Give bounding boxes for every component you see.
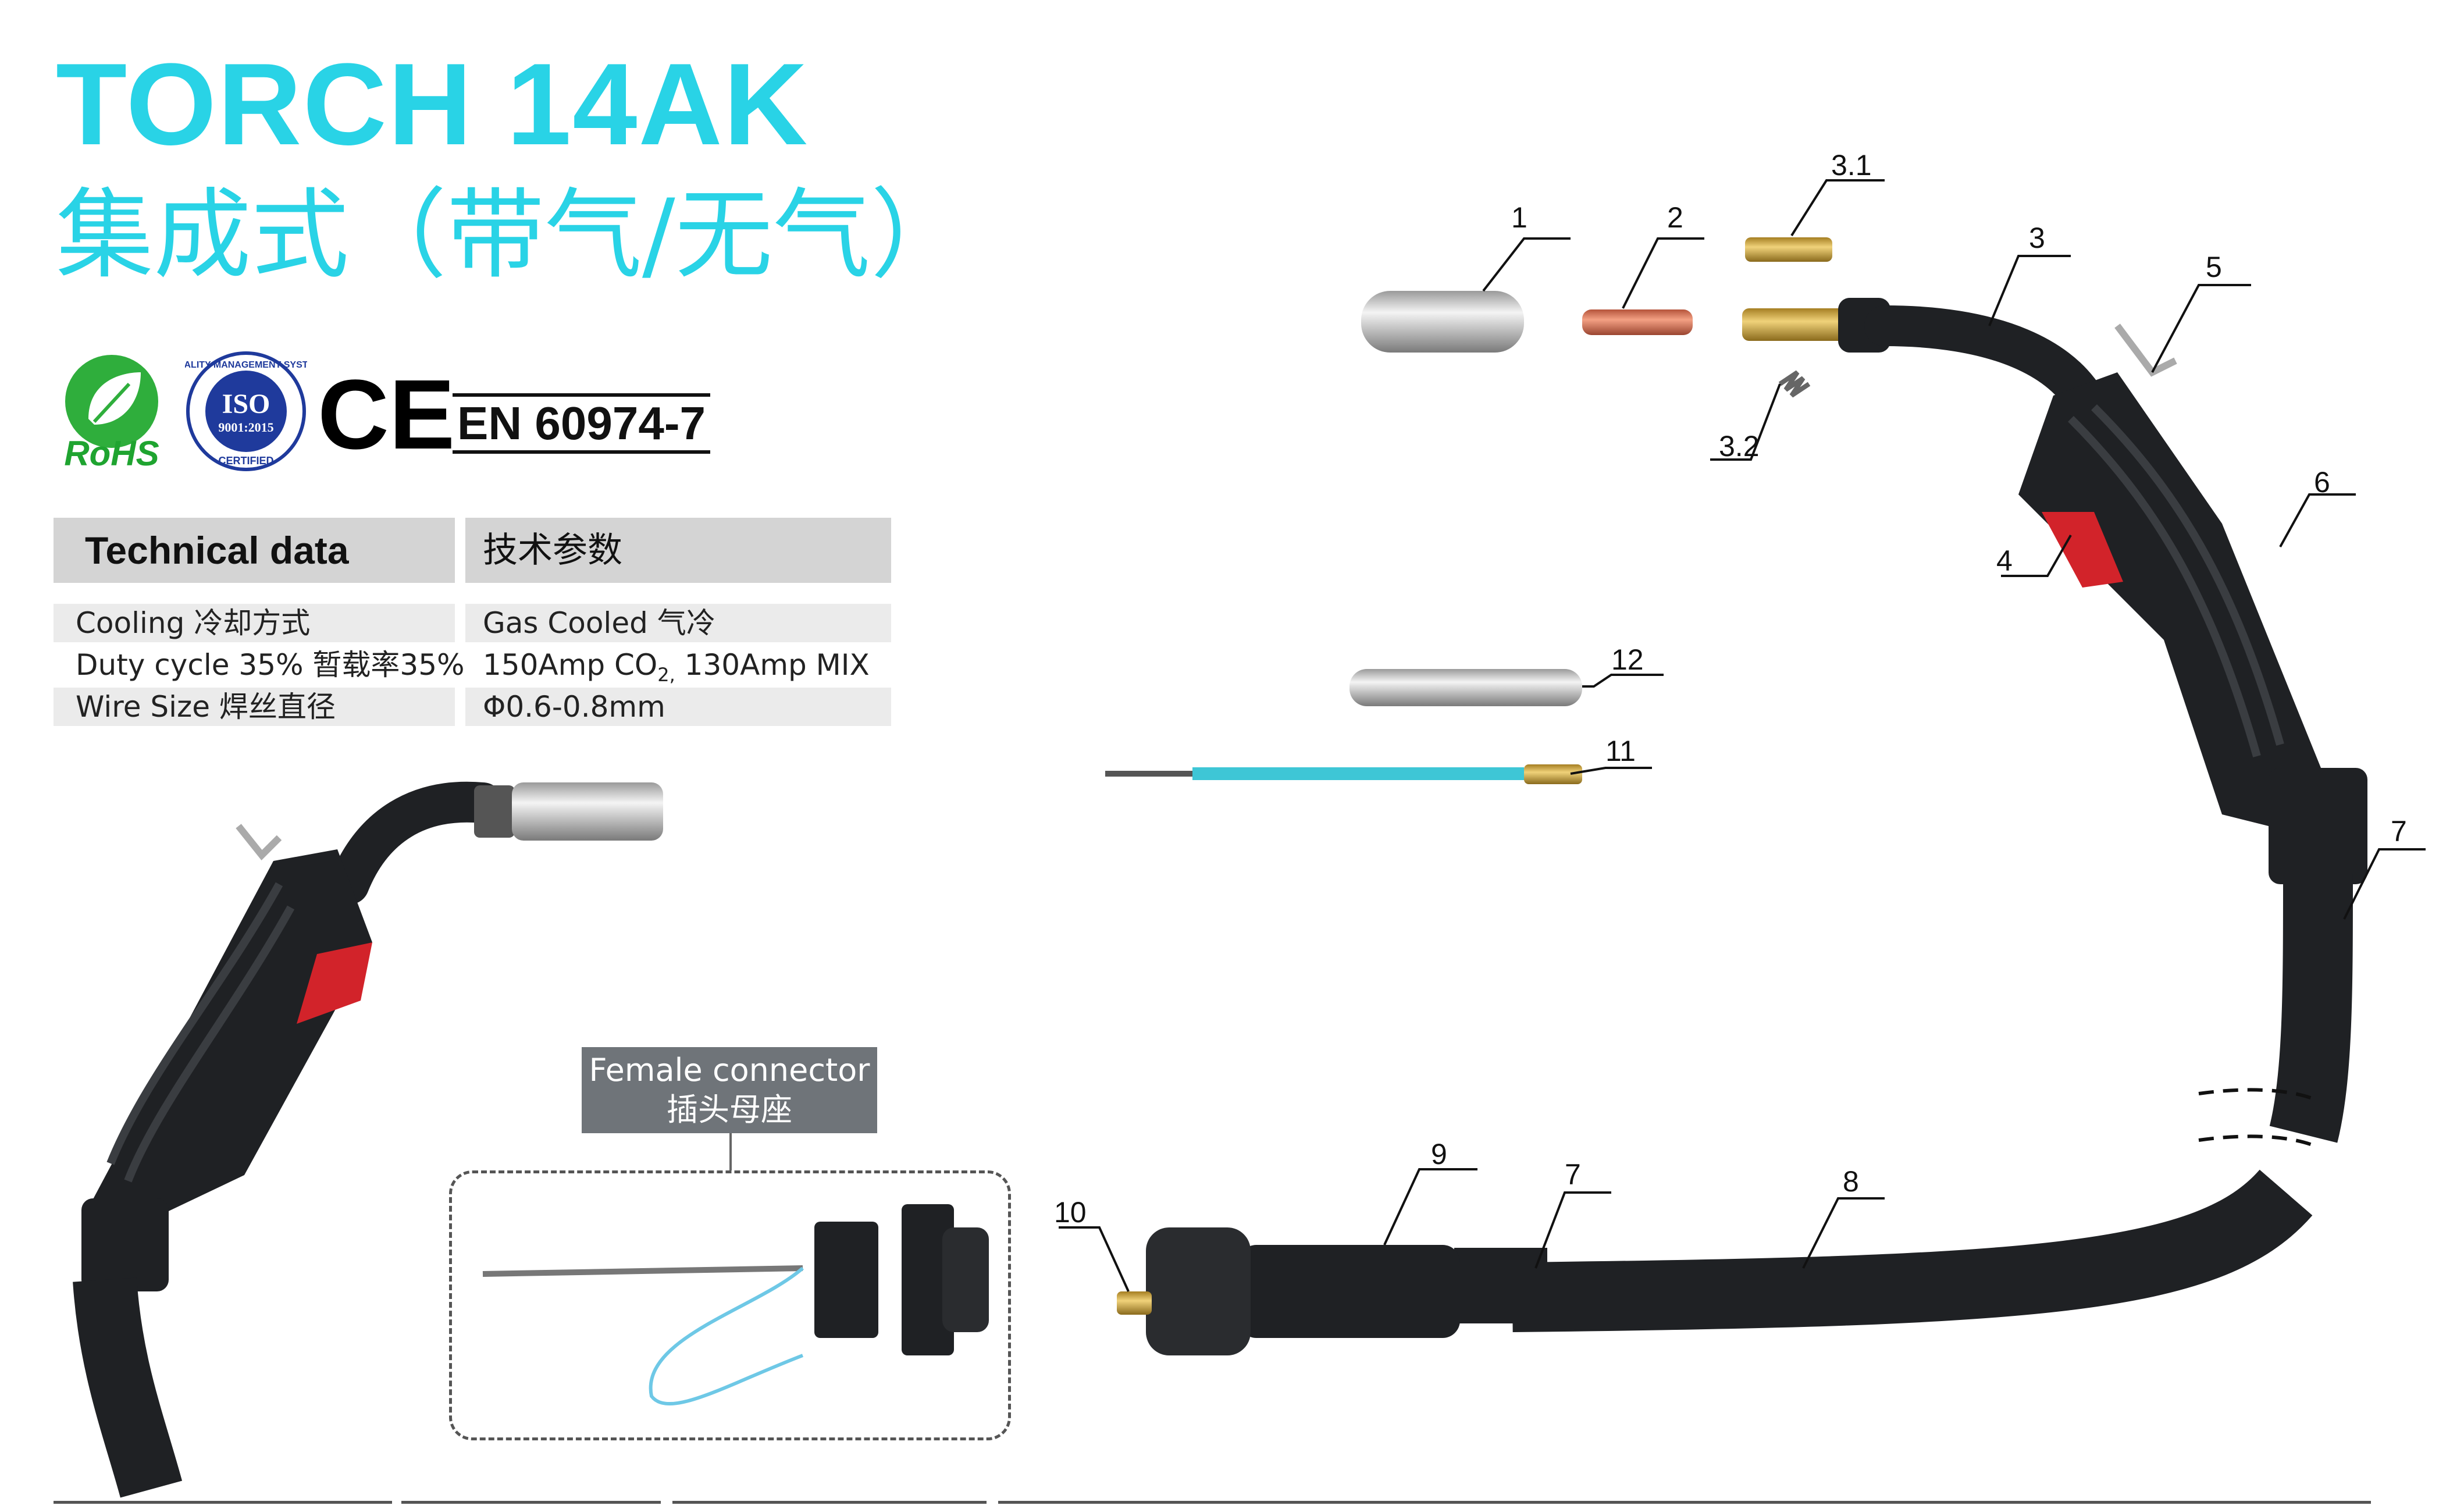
page-title: TORCH 14AK	[56, 40, 809, 169]
female-connector-label: Female connector 插头母座	[582, 1047, 877, 1133]
technical-data-table: Technical data 技术参数 Cooling 冷却方式 Gas Coo…	[54, 518, 891, 726]
table-row: Wire Size 焊丝直径 Φ0.6-0.8mm	[54, 688, 891, 726]
callout-2: 2	[1667, 201, 1683, 234]
ce-mark: CE	[318, 360, 455, 470]
iso-bottom-text: CERTIFIED	[218, 455, 273, 467]
row-value: 150Amp CO2, 130Amp MIX	[465, 646, 891, 686]
female-connector-label-en: Female connector	[589, 1052, 870, 1088]
callout-5: 5	[2206, 251, 2222, 283]
assembled-torch	[73, 781, 663, 1498]
row-label: Cooling 冷却方式	[54, 604, 455, 642]
euro-connector	[1239, 1245, 1460, 1338]
divider	[998, 1501, 2371, 1504]
callout-9: 9	[1431, 1138, 1447, 1170]
contact-tip	[1582, 309, 1693, 335]
callout-8: 8	[1843, 1165, 1859, 1198]
rohs-logo: RoHS	[64, 355, 159, 471]
divider	[401, 1501, 661, 1504]
trigger	[2042, 512, 2123, 588]
row-label: Wire Size 焊丝直径	[54, 688, 455, 726]
callout-11: 11	[1605, 735, 1636, 767]
callout-3-1: 3.1	[1831, 149, 1872, 181]
callout-7: 7	[2391, 815, 2407, 848]
callout-12: 12	[1611, 643, 1644, 676]
female-connector-label-cn: 插头母座	[667, 1091, 792, 1128]
tip-holder	[1745, 237, 1832, 262]
cable	[1512, 1169, 2313, 1332]
table-header-cn: 技术参数	[465, 518, 891, 583]
divider	[54, 1501, 392, 1504]
callout-7: 7	[1565, 1158, 1581, 1191]
page-subtitle: 集成式（带气/无气）	[56, 178, 968, 292]
table-row: Cooling 冷却方式 Gas Cooled 气冷	[54, 604, 891, 642]
row-value-sub: 2,	[657, 664, 675, 686]
table-row: Duty cycle 35% 暂载率35% 150Amp CO2, 130Amp…	[54, 646, 891, 686]
female-connector-box	[449, 1170, 1011, 1440]
table-header: Technical data 技术参数	[54, 518, 891, 583]
table-header-en: Technical data	[54, 518, 455, 583]
connector-pin	[1117, 1291, 1152, 1315]
iso-top-text: QUALITY MANAGEMENT SYSTEM	[185, 360, 307, 370]
callout-1: 1	[1511, 201, 1527, 234]
callout-3: 3	[2029, 222, 2045, 254]
rohs-text: RoHS	[64, 434, 159, 471]
row-value-main: 150Amp CO	[483, 648, 658, 682]
female-connector	[482, 1204, 989, 1406]
callout-10: 10	[1054, 1196, 1087, 1229]
nozzle	[1361, 291, 1524, 353]
callout-3-2: 3.2	[1719, 430, 1760, 462]
trigger	[297, 942, 372, 1024]
gas-diffuser	[1742, 308, 1847, 341]
row-value: Φ0.6-0.8mm	[465, 688, 891, 726]
callout-4: 4	[1996, 544, 2013, 577]
spring	[1778, 370, 1811, 398]
row-label: Duty cycle 35% 暂载率35%	[76, 648, 465, 682]
row-value: Gas Cooled 气冷	[465, 604, 891, 642]
standard-badge: EN 60974-7	[453, 393, 710, 454]
divider	[672, 1501, 987, 1504]
row-value-tail: 130Amp MIX	[675, 648, 870, 682]
wrench	[1349, 669, 1582, 706]
iso-logo: QUALITY MANAGEMENT SYSTEM ISO 9001:2015 …	[185, 351, 307, 471]
callout-6: 6	[2314, 466, 2330, 499]
cable	[2269, 872, 2353, 1143]
label-stem	[729, 1133, 732, 1170]
iso-center-text: ISO	[222, 389, 270, 419]
iso-number-text: 9001:2015	[218, 420, 273, 435]
